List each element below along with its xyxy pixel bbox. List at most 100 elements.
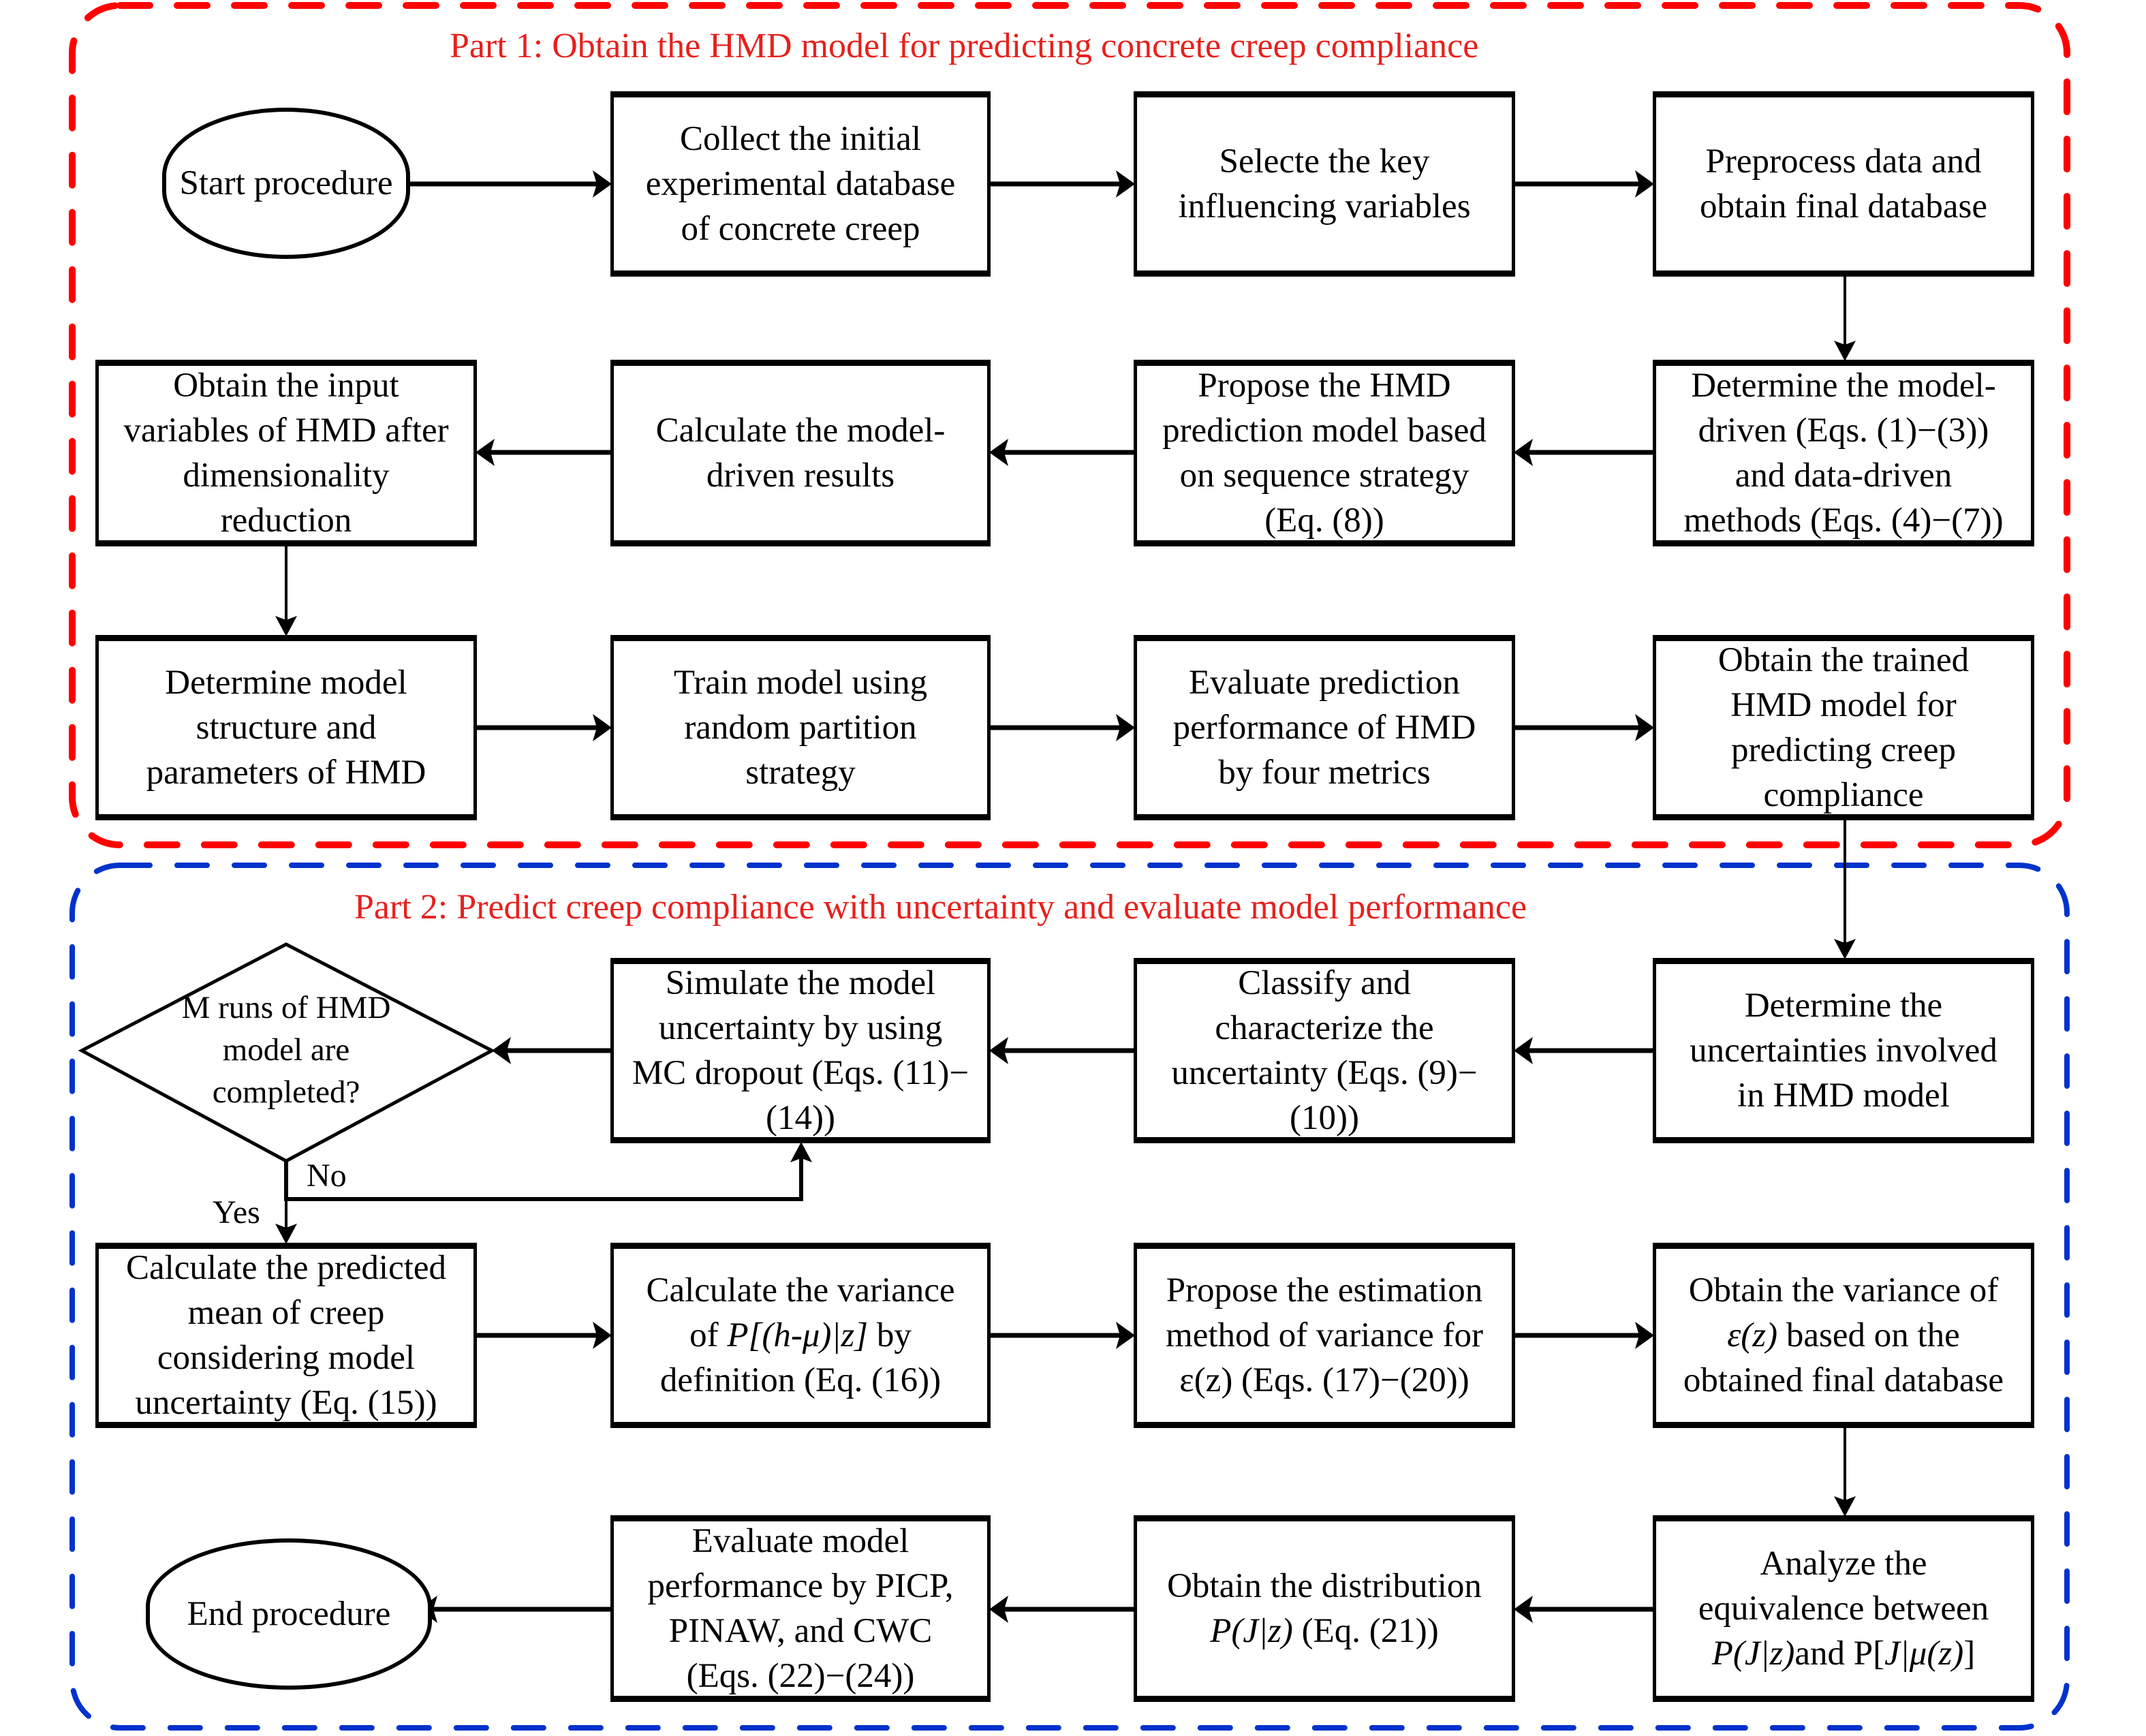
decision-text: M runs of HMD model are completed? <box>181 990 391 1110</box>
arrowhead <box>275 1224 297 1244</box>
obtain-variance-line3: obtained final database <box>1683 1361 2004 1399</box>
arrowhead <box>1834 939 1856 959</box>
obtain-variance-math: ε(z) <box>1727 1316 1778 1354</box>
calc-mean-box: Calculate the predicted mean of creep co… <box>95 1243 477 1428</box>
propose-estimation-line3: ε(z) (Eqs. (17)−(20)) <box>1179 1361 1469 1399</box>
select-variables-text: Selecte the key influencing variables <box>1178 142 1471 226</box>
end-label: End procedure <box>187 1595 391 1633</box>
start-terminal: Start procedure <box>162 108 410 259</box>
propose-estimation-box: Propose the estimation method of varianc… <box>1134 1243 1515 1428</box>
select-variables-box: Selecte the key influencing variables <box>1134 91 1515 277</box>
arrowhead <box>275 616 297 636</box>
collect-database-text: Collect the initial experimental databas… <box>645 120 956 248</box>
arrowhead <box>1116 714 1135 741</box>
calc-variance-box: Calculate the variance of P[(h-μ)|z] by … <box>610 1243 991 1428</box>
arrowhead <box>989 1037 1008 1064</box>
calc-variance-line1: Calculate the variance <box>646 1271 955 1309</box>
propose-hmd-text: Propose the HMD prediction model based o… <box>1162 367 1487 540</box>
analyze-line1: Analyze the <box>1760 1545 1927 1583</box>
arrowhead <box>790 1142 812 1162</box>
analyze-mid: and P[ <box>1794 1634 1885 1673</box>
calc-variance-line3: definition (Eq. (16)) <box>659 1361 942 1399</box>
arrow-no-loop <box>284 1156 803 1201</box>
calc-model-driven-box: Calculate the model- driven results <box>610 360 991 546</box>
propose-estimation-line1: Propose the estimation <box>1166 1271 1483 1309</box>
arrowhead <box>1514 439 1533 466</box>
part2-title: Part 2: Predict creep compliance with un… <box>354 888 1527 927</box>
arrowhead <box>593 170 612 198</box>
determine-uncertainties-text: Determine the uncertainties involved in … <box>1690 987 1997 1115</box>
calc-mean-text: Calculate the predicted mean of creep co… <box>125 1249 447 1422</box>
decision-diamond <box>78 942 496 1163</box>
arrowhead <box>1635 1322 1654 1349</box>
arrowhead <box>1834 341 1856 361</box>
determine-methods-text: Determine the model- driven (Eqs. (1)−(3… <box>1683 367 2004 540</box>
calc-variance-line2-post: by <box>868 1316 912 1354</box>
trained-model-text: Obtain the trained HMD model for predict… <box>1717 641 1970 814</box>
calc-variance-line2-pre: of <box>689 1316 728 1354</box>
analyze-math1: P(J|z) <box>1711 1634 1795 1673</box>
arrowhead <box>1635 170 1654 198</box>
propose-estimation-line2: method of variance for <box>1166 1316 1483 1354</box>
obtain-variance-line2-post: based on the <box>1777 1316 1960 1354</box>
distribution-line2-post: (Eq. (21)) <box>1292 1612 1439 1650</box>
calc-variance-math: P[(h-μ)|z] <box>727 1316 869 1354</box>
analyze-line2: equivalence between <box>1698 1590 1989 1628</box>
propose-hmd-box: Propose the HMD prediction model based o… <box>1134 360 1515 546</box>
arrowhead <box>1834 1496 1856 1517</box>
arrowhead <box>593 1322 612 1349</box>
obtain-inputs-text: Obtain the input variables of HMD after … <box>123 367 449 540</box>
determine-structure-box: Determine model structure and parameters… <box>95 635 477 820</box>
evaluate-model-box: Evaluate model performance by PICP, PINA… <box>610 1515 991 1702</box>
classify-uncertainty-text: Classify and characterize the uncertaint… <box>1171 964 1478 1137</box>
arrowhead <box>989 439 1008 466</box>
determine-methods-box: Determine the model- driven (Eqs. (1)−(3… <box>1653 360 2034 546</box>
train-model-text: Train model using random partition strat… <box>673 664 928 792</box>
arrowhead <box>593 714 612 741</box>
arrowhead <box>492 1037 511 1064</box>
part2-frame <box>69 863 2070 1731</box>
simulate-uncertainty-text: Simulate the model uncertainty by using … <box>632 964 969 1137</box>
calc-model-driven-text: Calculate the model- driven results <box>655 412 946 495</box>
arrowhead <box>1514 1037 1533 1064</box>
arrowhead <box>989 1596 1008 1623</box>
arrowhead <box>1635 714 1654 741</box>
arrowhead <box>1514 1596 1533 1623</box>
part1-title: Part 1: Obtain the HMD model for predict… <box>450 27 1479 65</box>
evaluate-prediction-box: Evaluate prediction performance of HMD b… <box>1134 635 1515 820</box>
part1-frame <box>69 2 2070 848</box>
start-label: Start procedure <box>179 164 393 202</box>
trained-model-box: Obtain the trained HMD model for predict… <box>1653 635 2034 820</box>
evaluate-prediction-text: Evaluate prediction performance of HMD b… <box>1172 664 1476 792</box>
propose-estimation-text: Propose the estimation method of varianc… <box>1166 1268 1483 1403</box>
analyze-math2: J|μ(z) <box>1884 1634 1964 1673</box>
analyze-equivalence-text: Analyze the equivalence between P(J|z)an… <box>1698 1541 1989 1676</box>
yes-label: Yes <box>213 1194 260 1230</box>
evaluate-model-text: Evaluate model performance by PICP, PINA… <box>647 1522 954 1695</box>
arrowhead <box>476 439 495 466</box>
preprocess-data-text: Preprocess data and obtain final databas… <box>1700 142 1987 226</box>
arrowhead <box>1116 170 1135 198</box>
determine-structure-text: Determine model structure and parameters… <box>146 664 426 792</box>
obtain-distribution-box: Obtain the distribution P(J|z) (Eq. (21)… <box>1134 1515 1515 1702</box>
obtain-variance-box: Obtain the variance of ε(z) based on the… <box>1653 1243 2034 1428</box>
collect-database-box: Collect the initial experimental databas… <box>610 91 991 277</box>
distribution-line1: Obtain the distribution <box>1167 1567 1482 1605</box>
calc-variance-text: Calculate the variance of P[(h-μ)|z] by … <box>646 1268 954 1403</box>
determine-uncertainties-box: Determine the uncertainties involved in … <box>1653 958 2034 1143</box>
train-model-box: Train model using random partition strat… <box>610 635 991 820</box>
analyze-equivalence-box: Analyze the equivalence between P(J|z)an… <box>1653 1515 2034 1702</box>
obtain-variance-text: Obtain the variance of ε(z) based on the… <box>1683 1268 2004 1403</box>
preprocess-data-box: Preprocess data and obtain final databas… <box>1653 91 2034 277</box>
analyze-end: ] <box>1963 1634 1976 1673</box>
end-terminal: End procedure <box>146 1538 432 1690</box>
obtain-inputs-box: Obtain the input variables of HMD after … <box>95 360 477 546</box>
obtain-variance-line1: Obtain the variance of <box>1688 1271 1999 1309</box>
distribution-math: P(J|z) <box>1210 1612 1293 1650</box>
arrowhead <box>1116 1322 1135 1349</box>
no-label: No <box>307 1158 347 1194</box>
obtain-distribution-text: Obtain the distribution P(J|z) (Eq. (21)… <box>1167 1564 1482 1654</box>
classify-uncertainty-box: Classify and characterize the uncertaint… <box>1134 958 1515 1143</box>
simulate-uncertainty-box: Simulate the model uncertainty by using … <box>610 958 991 1143</box>
